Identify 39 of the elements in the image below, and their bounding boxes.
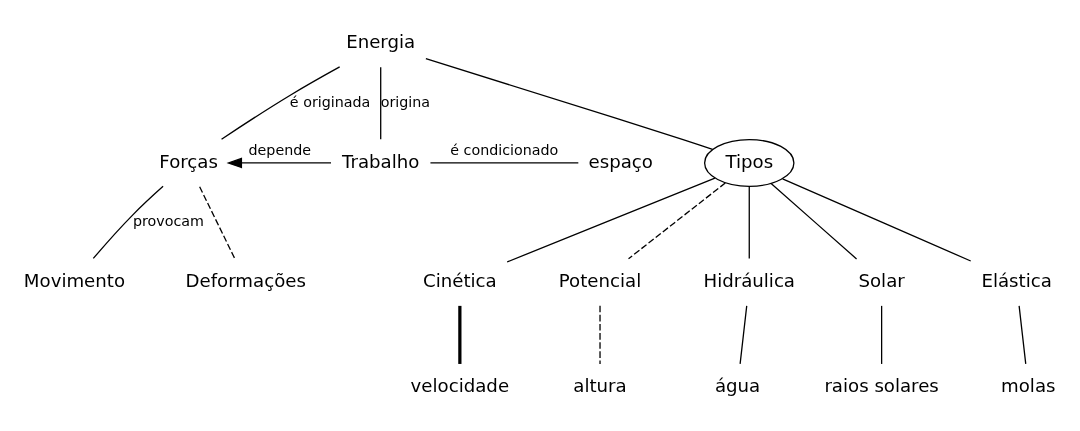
connector: [220, 66, 341, 140]
connector: [429, 162, 579, 164]
connector: [380, 66, 382, 140]
node-text: altura: [573, 375, 627, 397]
edge-label: é condicionado: [450, 141, 559, 158]
node-text: Hidráulica: [703, 270, 796, 292]
node-text: velocidade: [410, 375, 510, 397]
edge-label: é originada: [289, 93, 371, 110]
connector: [1018, 305, 1027, 365]
node-text: Solar: [858, 270, 905, 292]
edge-label: provocam: [133, 213, 205, 230]
connector: [199, 186, 236, 260]
connector: [458, 305, 462, 364]
connector: [425, 58, 714, 150]
node-text: Elástica: [981, 270, 1052, 292]
node-text: Trabalho: [342, 150, 420, 172]
connector: [506, 177, 716, 263]
node-text: Forças: [159, 150, 218, 172]
node-text: Cinética: [423, 270, 497, 292]
connector: [770, 182, 858, 260]
connector: [92, 185, 164, 260]
connector: [739, 305, 748, 365]
node-text: Potencial: [558, 270, 642, 292]
node-text: raios solares: [824, 375, 939, 397]
arrow: [226, 157, 332, 169]
node-text: Movimento: [23, 270, 126, 292]
node-text: espaço: [588, 150, 653, 172]
node-text: água: [714, 375, 761, 397]
connector: [627, 182, 726, 260]
node-ellipse: Tipos: [704, 138, 795, 187]
edge-label: origina: [380, 93, 431, 110]
connector: [748, 186, 750, 260]
connector: [599, 305, 601, 365]
node-text: molas: [1001, 375, 1056, 397]
connector: [781, 178, 972, 262]
node-text: Energia: [346, 31, 416, 53]
connector: [881, 305, 883, 365]
edge-label: depende: [248, 141, 312, 158]
node-text: Deformações: [185, 270, 306, 292]
